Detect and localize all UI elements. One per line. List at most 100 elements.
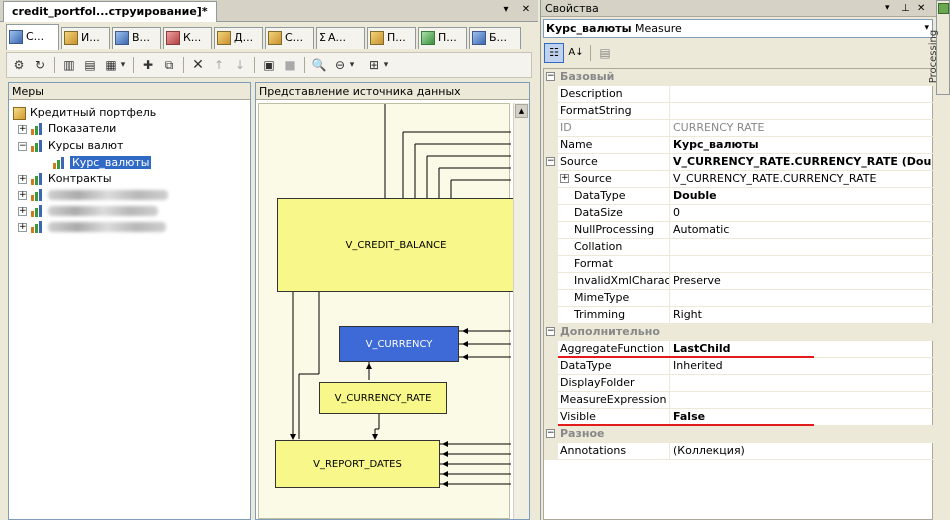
document-tab[interactable]: credit_portfol...струирование]* [3, 1, 217, 22]
tree-measure-group[interactable]: Курсы валют [31, 138, 123, 154]
prop-row-invalidxmlcharacters[interactable]: InvalidXmlCharactersPreserve [544, 273, 934, 290]
object-type: Measure [635, 22, 682, 35]
object-selector[interactable]: Курс_валюты Measure ▾ [543, 19, 933, 38]
expand-icon[interactable]: + [18, 124, 27, 134]
table-v-credit-balance[interactable]: V_CREDIT_BALANCE [277, 198, 515, 292]
chevron-down-icon[interactable]: ▾ [349, 60, 355, 70]
add-cube-dimension-icon[interactable]: ✚ [142, 58, 154, 72]
table-v-currency[interactable]: V_CURRENCY [339, 326, 459, 362]
partitions-icon [268, 31, 282, 45]
tree-measure-group[interactable]: Контракты [31, 171, 112, 187]
cube-structure-icon [9, 30, 23, 44]
cube-designer: credit_portfol...струирование]* ▾ ✕ С...… [0, 0, 538, 520]
chevron-down-icon[interactable]: ▾ [383, 60, 389, 70]
diagram-icon[interactable]: ▣ [263, 58, 275, 72]
expand-icon[interactable]: + [18, 222, 27, 232]
table-v-currency-rate[interactable]: V_CURRENCY_RATE [319, 382, 447, 414]
tab-calculations[interactable]: В... [112, 27, 161, 49]
zoom-out-icon[interactable]: ⊖ [334, 58, 346, 72]
dsv-pane-header: Представление источника данных [256, 83, 529, 100]
properties-toolbar: ☷ A↓ ▤ [543, 42, 933, 66]
chevron-down-icon[interactable]: ▾ [924, 23, 929, 33]
prop-row-measureexpression[interactable]: MeasureExpression [544, 392, 934, 409]
prop-row-collation[interactable]: Collation [544, 239, 934, 256]
tree-measure-group-redacted[interactable] [31, 203, 158, 219]
tab-kpis[interactable]: К... [163, 27, 212, 49]
move-down-icon[interactable]: ↓ [234, 58, 246, 72]
table-v-report-dates[interactable]: V_REPORT_DATES [275, 440, 440, 488]
sigma-icon: Σ [319, 31, 326, 44]
prop-row-displayfolder[interactable]: DisplayFolder [544, 375, 934, 392]
tab-perspectives[interactable]: П... [367, 27, 416, 49]
show-table-icon[interactable]: ■ [284, 58, 296, 72]
chevron-down-icon[interactable]: ▾ [120, 60, 126, 70]
tab-dimension-usage[interactable]: И... [61, 27, 110, 49]
prop-row-format[interactable]: Format [544, 256, 934, 273]
processing-side-tab[interactable]: Processing [928, 0, 950, 95]
redacted-label [48, 190, 168, 200]
pin-icon[interactable]: ⊥ [901, 3, 910, 14]
tree-measure-group[interactable]: Показатели [31, 121, 116, 137]
property-pages-icon[interactable]: ▤ [599, 46, 611, 60]
tab-cube-structure[interactable]: С... [6, 24, 59, 50]
scroll-up-icon[interactable]: ▲ [515, 104, 528, 118]
process-icon[interactable]: ⚙ [13, 58, 25, 72]
delete-icon[interactable]: ✕ [192, 57, 204, 73]
prop-row-formatstring[interactable]: FormatString [544, 103, 934, 120]
expand-icon[interactable]: + [18, 190, 27, 200]
show-grid-icon[interactable]: ▦ [105, 58, 117, 72]
category-misc[interactable]: −Разное [544, 426, 934, 443]
collapse-icon[interactable]: − [546, 71, 555, 81]
move-up-icon[interactable]: ↑ [213, 58, 225, 72]
tab-browser[interactable]: Б... [469, 27, 521, 49]
collapse-icon[interactable]: − [18, 141, 27, 151]
new-measure-icon[interactable]: ▤ [84, 58, 96, 72]
arrange-tables-icon[interactable]: ⊞ [368, 58, 380, 72]
zoom-icon[interactable]: 🔍 [311, 58, 327, 72]
measure-icon [53, 157, 67, 169]
tab-partitions[interactable]: С... [265, 27, 314, 49]
tree-measure-group-redacted[interactable] [31, 187, 168, 203]
expand-icon[interactable]: + [18, 206, 27, 216]
dsv-vertical-scrollbar[interactable]: ▲ [513, 103, 529, 519]
expand-icon[interactable]: + [18, 174, 27, 184]
window-menu-icon[interactable]: ▾ [885, 3, 890, 13]
alphabetical-icon[interactable]: A↓ [568, 47, 584, 58]
close-document-icon[interactable]: ✕ [521, 4, 531, 15]
prop-row-mimetype[interactable]: MimeType [544, 290, 934, 307]
tab-actions[interactable]: Д... [214, 27, 263, 49]
tree-measure-selected[interactable]: Курс_валюты [53, 155, 152, 171]
prop-row-description[interactable]: Description [544, 86, 934, 103]
tree-root[interactable]: Кредитный портфель [13, 105, 156, 121]
category-additional[interactable]: −Дополнительно [544, 324, 934, 341]
diagram-canvas[interactable]: V_CREDIT_BALANCE V_CURRENCY V_CURRENCY_R… [258, 103, 515, 519]
prop-row-annotations[interactable]: Annotations(Коллекция) [544, 443, 934, 460]
actions-icon [217, 31, 231, 45]
tab-list-icon[interactable]: ▾ [503, 4, 509, 15]
tree-measure-group-redacted[interactable] [31, 219, 166, 235]
categorized-icon[interactable]: ☷ [544, 43, 564, 63]
measure-group-icon [31, 173, 45, 185]
expand-icon[interactable]: + [560, 173, 569, 183]
new-measure-group-icon[interactable]: ▥ [63, 58, 75, 72]
measure-group-icon [31, 140, 45, 152]
refresh-icon[interactable]: ↻ [34, 58, 46, 72]
collapse-icon[interactable]: − [546, 156, 555, 166]
collapse-icon[interactable]: − [546, 428, 555, 438]
new-linked-object-icon[interactable]: ⧉ [164, 58, 174, 72]
close-icon[interactable]: ✕ [917, 3, 926, 14]
tab-translations[interactable]: П... [418, 27, 467, 49]
collapse-icon[interactable]: − [546, 326, 555, 336]
category-basic[interactable]: −Базовый [544, 69, 934, 86]
